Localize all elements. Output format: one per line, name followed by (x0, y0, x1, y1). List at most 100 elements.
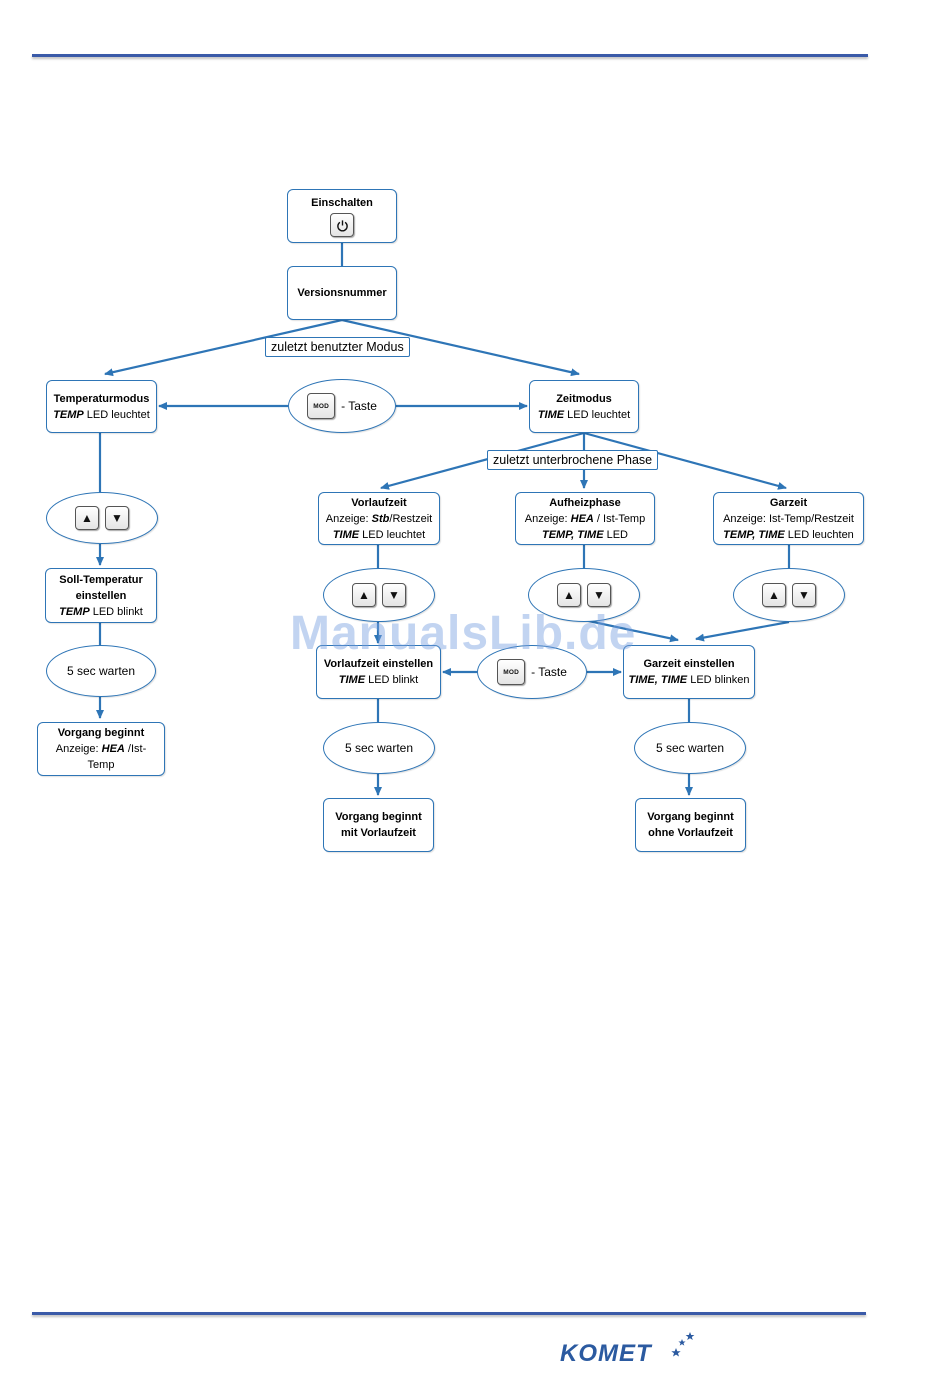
node-garzeit: Garzeit Anzeige: Ist-Temp/Restzeit TEMP,… (713, 492, 864, 545)
node-versionsnummer: Versionsnummer (287, 266, 397, 320)
node-soll-temperatur-status-text: LED blinkt (89, 605, 143, 618)
label-last-mode: zuletzt benutzter Modus (265, 337, 410, 357)
node-aufheizphase: Aufheizphase Anzeige: HEA / Ist-Temp TEM… (515, 492, 655, 545)
node-aufheizphase-title: Aufheizphase (549, 496, 621, 509)
node-garzeit-einstellen-status: TIME, TIME LED blinken (628, 672, 749, 688)
node-garzeit-einstellen: Garzeit einstellen TIME, TIME LED blinke… (623, 645, 755, 699)
up-arrow-icon: ▲ (75, 506, 99, 530)
up-arrow-icon: ▲ (352, 583, 376, 607)
mod-taste-mid: MOD - Taste (477, 645, 587, 699)
node-vorlaufzeit-einstellen-status-text: LED blinkt (365, 674, 419, 686)
node-vorgang-left-display-code: HEA (101, 743, 125, 755)
node-einschalten: Einschalten (287, 189, 397, 243)
node-aufheizphase-status: TEMP, TIME LED (542, 527, 628, 543)
updown-vorlaufzeit: ▲ ▼ (323, 568, 435, 622)
node-zeitmodus-title: Zeitmodus (556, 392, 612, 405)
wait-left-label: 5 sec warten (66, 664, 136, 678)
connector (104, 318, 343, 377)
bottom-rule (32, 1312, 866, 1315)
node-garzeit-status-text: LED leuchten (784, 528, 854, 541)
node-garzeit-einstellen-title: Garzeit einstellen (643, 658, 735, 670)
node-vorgang-right: Vorgang beginnt ohne Vorlaufzeit (635, 798, 746, 852)
node-aufheizphase-display-prefix: Anzeige: (524, 512, 571, 525)
down-arrow-icon: ▼ (587, 583, 611, 607)
node-vorgang-left-display: Anzeige: HEA /Ist- (56, 741, 147, 757)
node-vorlaufzeit-title: Vorlaufzeit (351, 496, 407, 509)
komet-logo: KOMET (560, 1330, 700, 1370)
node-garzeit-einstellen-status-led: TIME, TIME (628, 674, 688, 686)
node-vorgang-left-display-rest: /Ist- (124, 743, 147, 755)
node-vorgang-right-title-1: Vorgang beginnt (647, 811, 734, 823)
watermark: ManualsLib.de (290, 607, 637, 660)
connector (583, 618, 679, 643)
node-temperaturmodus-status-text: LED leuchtet (83, 408, 150, 421)
node-vorlaufzeit-display-rest: /Restzeit (389, 512, 433, 525)
down-arrow-icon: ▼ (382, 583, 406, 607)
node-vorgang-right-title-2: ohne Vorlaufzeit (648, 827, 733, 839)
stars-icon (671, 1332, 695, 1357)
node-vorlaufzeit-einstellen-title: Vorlaufzeit einstellen (323, 658, 434, 670)
node-vorlaufzeit-einstellen-status: TIME LED blinkt (339, 672, 418, 688)
wait-mid-label: 5 sec warten (344, 741, 414, 755)
node-aufheizphase-status-led: TEMP, TIME (542, 528, 604, 541)
node-aufheizphase-status-text: LED (603, 528, 628, 541)
node-aufheizphase-display-rest: / Ist-Temp (593, 512, 646, 525)
mod-taste-top-label: - Taste (341, 399, 377, 413)
label-last-phase: zuletzt unterbrochene Phase (487, 450, 659, 470)
node-temperaturmodus: Temperaturmodus TEMP LED leuchtet (46, 380, 157, 433)
wait-right: 5 sec warten (634, 722, 746, 774)
node-versionsnummer-title: Versionsnummer (297, 287, 387, 299)
connector (583, 431, 787, 490)
power-icon (330, 213, 354, 237)
connector (695, 620, 790, 642)
wait-right-label: 5 sec warten (655, 741, 725, 755)
node-vorgang-left-display-prefix: Anzeige: (55, 743, 102, 755)
node-vorgang-mid-title-1: Vorgang beginnt (335, 811, 422, 823)
node-vorgang-left: Vorgang beginnt Anzeige: HEA /Ist- Temp (37, 722, 165, 776)
node-aufheizphase-display-code: HEA (570, 512, 594, 525)
node-zeitmodus: Zeitmodus TIME LED leuchtet (529, 380, 639, 433)
node-garzeit-display: Anzeige: Ist-Temp/Restzeit (723, 512, 854, 525)
top-rule (32, 54, 868, 57)
updown-left: ▲ ▼ (46, 492, 158, 544)
node-zeitmodus-status-led: TIME (537, 408, 565, 421)
node-garzeit-title: Garzeit (769, 496, 808, 509)
node-vorlaufzeit-status-text: LED leuchtet (359, 528, 426, 541)
node-vorlaufzeit-display: Anzeige: Stb/Restzeit (326, 511, 432, 527)
node-vorgang-left-display-line3: Temp (87, 759, 115, 771)
node-vorlaufzeit-display-code: Stb (371, 512, 390, 525)
connector (341, 318, 580, 377)
node-vorlaufzeit-einstellen-status-led: TIME (338, 674, 366, 686)
node-temperaturmodus-status-led: TEMP (53, 408, 84, 421)
node-vorlaufzeit-status: TIME LED leuchtet (333, 527, 425, 543)
node-zeitmodus-status: TIME LED leuchtet (538, 407, 630, 423)
wait-mid: 5 sec warten (323, 722, 435, 774)
mod-taste-mid-label: - Taste (531, 665, 567, 679)
komet-logo-text: KOMET (560, 1340, 652, 1367)
connector (380, 431, 585, 490)
node-soll-temperatur: Soll-Temperatur einstellen TEMP LED blin… (45, 568, 157, 623)
node-garzeit-status-led: TEMP, TIME (723, 528, 785, 541)
node-vorlaufzeit-einstellen: Vorlaufzeit einstellen TIME LED blinkt (316, 645, 441, 699)
wait-left: 5 sec warten (46, 645, 156, 697)
mod-key-icon: MOD (497, 659, 526, 685)
node-aufheizphase-display: Anzeige: HEA / Ist-Temp (525, 511, 645, 527)
up-arrow-icon: ▲ (557, 583, 581, 607)
node-zeitmodus-status-text: LED leuchtet (564, 408, 631, 421)
down-arrow-icon: ▼ (105, 506, 129, 530)
node-soll-temperatur-title-1: Soll-Temperatur (59, 573, 143, 586)
node-einschalten-title: Einschalten (311, 197, 373, 209)
node-vorlaufzeit-display-prefix: Anzeige: (325, 512, 372, 525)
node-garzeit-status: TEMP, TIME LED leuchten (723, 527, 854, 543)
updown-aufheizphase: ▲ ▼ (528, 568, 640, 622)
node-vorgang-mid: Vorgang beginnt mit Vorlaufzeit (323, 798, 434, 852)
node-vorgang-left-title: Vorgang beginnt (57, 727, 145, 739)
down-arrow-icon: ▼ (792, 583, 816, 607)
node-soll-temperatur-status-led: TEMP (59, 605, 90, 618)
up-arrow-icon: ▲ (762, 583, 786, 607)
mod-taste-top: MOD - Taste (288, 379, 396, 433)
node-vorlaufzeit: Vorlaufzeit Anzeige: Stb/Restzeit TIME L… (318, 492, 440, 545)
node-soll-temperatur-title-2: einstellen (75, 589, 127, 602)
node-vorgang-mid-title-2: mit Vorlaufzeit (341, 827, 416, 839)
